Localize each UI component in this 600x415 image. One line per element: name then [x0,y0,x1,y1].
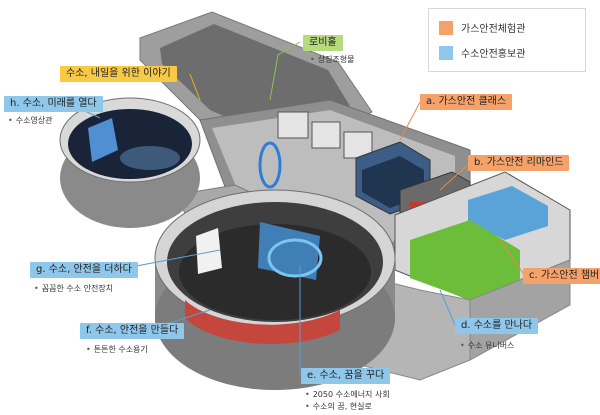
callout-f: f. 수소, 안전을 만들다 [80,323,185,339]
legend-swatch-blue [439,45,453,60]
leader-a [399,101,421,141]
callout-a: a. 가스안전 클래스 [420,94,513,110]
legend-label: 가스안전체험관 [461,24,526,35]
callout-h: h. 수소, 미래를 열다 [4,96,103,112]
callout-e: e. 수소, 꿈을 꾸다 [301,368,391,384]
cylinder-h-screen [88,118,118,162]
leader-story [189,73,201,101]
callout-lobby: 로비홀 [303,35,343,51]
legend: 가스안전체험관 수소안전홍보관 [428,8,586,72]
cylinder-main-blue-ring [267,238,323,278]
legend-label: 수소안전홍보관 [461,49,526,60]
callout-story: 수소, 내일을 위한 이야기 [60,66,177,82]
leader-g [125,249,221,269]
callout-d-sub: •수소 유니버스 [460,341,515,350]
callout-d: d. 수소를 만나다 [455,318,539,334]
leader-lobby [269,41,301,101]
callout-f-sub: •튼튼한 수소용기 [86,345,148,354]
legend-item-experience-hall: 가스안전체험관 [439,20,525,35]
callout-g: g. 수소, 안전을 더하다 [30,262,138,278]
callout-g-sub: •꼼꼼한 수소 안전장치 [34,284,114,293]
leader-d [439,289,456,326]
room-2 [311,121,341,149]
cylinder-main-red-wall [185,300,340,345]
legend-item-promotion-hall: 수소안전홍보관 [439,45,525,60]
room-c-screen [468,186,548,240]
callout-h-sub: •수소영상관 [8,116,53,125]
upper-building-floor [160,24,350,130]
callout-c: c. 가스안전 챔버 [523,268,600,284]
legend-swatch-orange [439,20,453,35]
leader-b [439,162,471,191]
cylinder-h-seating [120,146,180,170]
cylinder-h-interior [68,109,192,179]
cylinder-main-floor [179,224,371,320]
callout-e-sub2: •수소의 꿈, 현실로 [305,402,372,411]
cylinder-main-white-panel [196,228,222,274]
room-1 [277,111,309,139]
room-d-green-floor [410,220,520,300]
cylinder-main-screen [258,222,320,280]
lobby-blue-ring [258,141,282,189]
leader-c [499,239,526,277]
callout-b: b. 가스안전 리마인드 [468,155,570,171]
callout-e-sub1: •2050 수소에너지 사회 [305,390,390,399]
callout-lobby-sub: •상징조형물 [310,55,355,64]
